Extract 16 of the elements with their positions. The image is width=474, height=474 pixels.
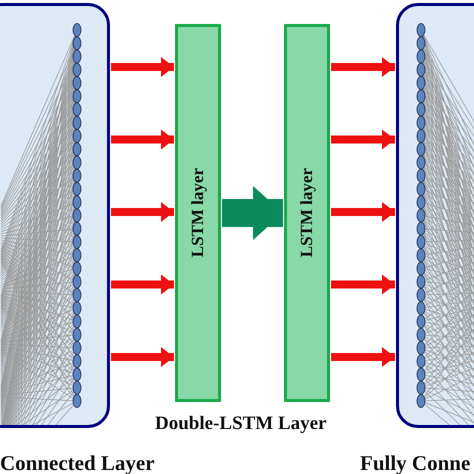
layer-label: LSTM layer xyxy=(188,168,208,258)
arrow xyxy=(331,274,395,294)
arrow xyxy=(111,57,174,77)
block-arrow xyxy=(222,186,283,240)
arrow xyxy=(111,202,174,222)
lstm-layer-bar xyxy=(175,24,221,402)
lstm-layer-bar xyxy=(284,24,330,402)
arrow xyxy=(111,274,174,294)
arrow xyxy=(331,57,395,77)
arrow xyxy=(111,347,174,367)
arrow xyxy=(331,130,395,150)
arrow xyxy=(331,202,395,222)
layer-label: LSTM layer xyxy=(297,168,317,258)
arrow xyxy=(331,347,395,367)
arrow xyxy=(111,130,174,150)
caption-label: Double-LSTM Layer xyxy=(155,413,327,435)
